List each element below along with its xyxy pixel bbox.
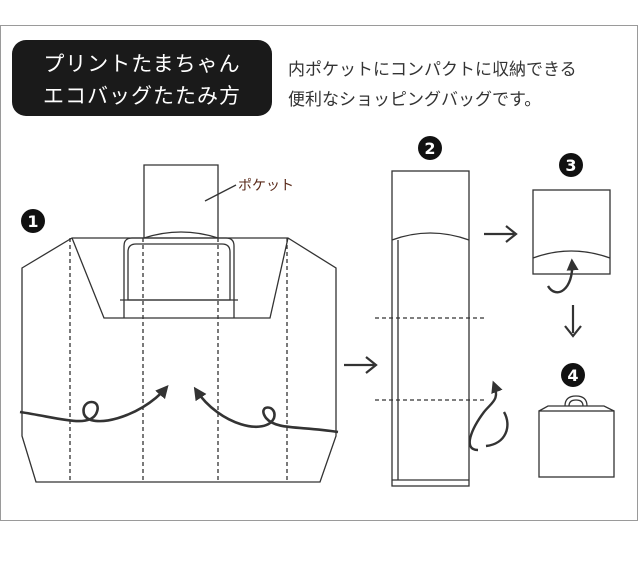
step-2-roll-arrow (468, 380, 503, 452)
step-3-number-badge: 3 (559, 153, 583, 177)
step-3-number: 3 (565, 156, 576, 175)
left-fold-arrow (19, 385, 169, 423)
step-1-bag (21, 164, 337, 483)
arrow-to-step-2 (344, 356, 378, 374)
step-2-fold-lines (375, 317, 485, 401)
step-1-fold-lines (69, 238, 288, 482)
description-line-2: 便利なショッピングバッグです。 (288, 90, 542, 110)
step-4-pouch (538, 395, 615, 478)
step-4-number: 4 (567, 366, 578, 385)
description-line-1: 内ポケットにコンパクトに収納できる (288, 60, 577, 80)
step-1-number: 1 (27, 212, 38, 231)
step-2-number-badge: 2 (418, 136, 442, 160)
step-4-number-badge: 4 (561, 363, 585, 387)
pocket-label: ポケット (238, 178, 294, 194)
arrow-to-step-3 (484, 225, 518, 243)
step-3-block (532, 189, 611, 275)
step-3-tuck-arrow (546, 258, 579, 294)
step-1-number-badge: 1 (21, 209, 45, 233)
step-2-number: 2 (424, 139, 435, 158)
title-box: プリントたまちゃん エコバッグたたみ方 (12, 40, 272, 116)
pocket-leader-line (204, 184, 237, 202)
title-line-1: プリントたまちゃん (43, 52, 241, 76)
step-2-roll-arrow-tail (485, 411, 509, 448)
title-line-2: エコバッグたたみ方 (43, 84, 241, 108)
step-2-strip (391, 170, 470, 487)
diagram-frame (0, 25, 638, 521)
arrow-to-step-4 (564, 305, 582, 338)
right-fold-arrow (193, 386, 339, 434)
